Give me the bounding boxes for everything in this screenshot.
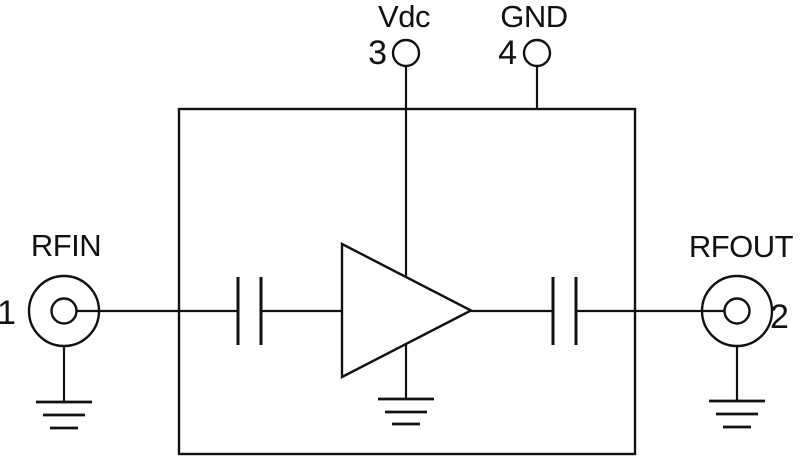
rfout-port: RFOUT 2 — [689, 229, 794, 429]
vdc-pin: Vdc 3 — [368, 0, 430, 277]
vdc-label: Vdc — [378, 0, 430, 34]
rfin-connector-inner — [50, 297, 78, 325]
rfout-label: RFOUT — [689, 229, 794, 264]
gnd-pin-number: 4 — [498, 34, 517, 72]
amplifier — [340, 242, 474, 426]
rfout-connector-inner — [723, 297, 751, 325]
rfin-label: RFIN — [31, 228, 101, 263]
gnd-label: GND — [500, 0, 567, 34]
gnd-pin: GND 4 — [498, 0, 568, 110]
output-dc-block-capacitor — [551, 277, 578, 345]
vdc-pin-terminal — [391, 38, 421, 68]
rfout-ground-symbol — [709, 399, 765, 429]
rfin-port: RFIN 1 — [0, 228, 102, 430]
rfin-ground-symbol — [36, 400, 92, 430]
vdc-pin-number: 3 — [368, 34, 387, 72]
rfin-port-number: 1 — [0, 294, 16, 332]
input-dc-block-capacitor — [236, 277, 263, 345]
gnd-pin-terminal — [522, 38, 552, 68]
amplifier-ground-symbol — [378, 397, 434, 426]
rfout-port-number: 2 — [770, 298, 789, 336]
